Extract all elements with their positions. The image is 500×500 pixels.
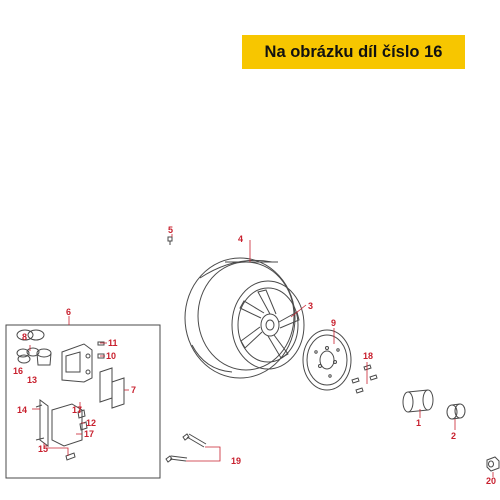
callout-12: 12 [86, 418, 96, 428]
callout-4: 4 [238, 234, 243, 244]
callout-8: 8 [22, 332, 27, 342]
tire-drawing [184, 257, 296, 379]
caliper-kit-box [5, 324, 161, 479]
callout-10: 10 [106, 351, 116, 361]
part-number-banner: Na obrázku díl číslo 16 [242, 35, 465, 69]
axle-nut-drawing [486, 456, 500, 472]
pistons-drawing [17, 348, 52, 366]
callout-3: 3 [308, 301, 313, 311]
spacer-drawing [446, 403, 466, 420]
caliper-bolts-drawing [165, 433, 207, 463]
callout-6: 6 [66, 307, 71, 317]
brake-pads-drawing [99, 367, 125, 409]
callout-5: 5 [168, 225, 173, 235]
callout-17-bottom: 17 [84, 429, 94, 439]
callout-labels: 1 2 3 4 5 6 7 8 9 10 11 12 13 14 15 16 1… [13, 225, 496, 486]
callout-18: 18 [363, 351, 373, 361]
callout-1: 1 [416, 418, 421, 428]
callout-2: 2 [451, 431, 456, 441]
brake-disc-drawing [302, 329, 352, 391]
caliper-body-drawing [61, 343, 93, 383]
callout-14: 14 [17, 405, 27, 415]
parts-drawing [5, 236, 500, 479]
callout-20: 20 [486, 476, 496, 486]
callout-9: 9 [331, 318, 336, 328]
bearing-drawing [402, 389, 434, 413]
piston-seals-drawing [16, 329, 45, 358]
callout-13: 13 [27, 375, 37, 385]
disc-bolts-drawing [351, 364, 378, 394]
callout-7: 7 [131, 385, 136, 395]
caliper-bracket-drawing [35, 399, 83, 447]
callout-19: 19 [231, 456, 241, 466]
small-parts-drawing [65, 341, 105, 461]
leader-lines [29, 234, 494, 477]
banner-text: Na obrázku díl číslo 16 [264, 42, 443, 61]
callout-17-top: 17 [72, 405, 82, 415]
rim-drawing [231, 280, 305, 370]
callout-11: 11 [108, 338, 118, 348]
valve-drawing [167, 236, 173, 245]
callout-16: 16 [13, 366, 23, 376]
callout-15: 15 [38, 444, 48, 454]
